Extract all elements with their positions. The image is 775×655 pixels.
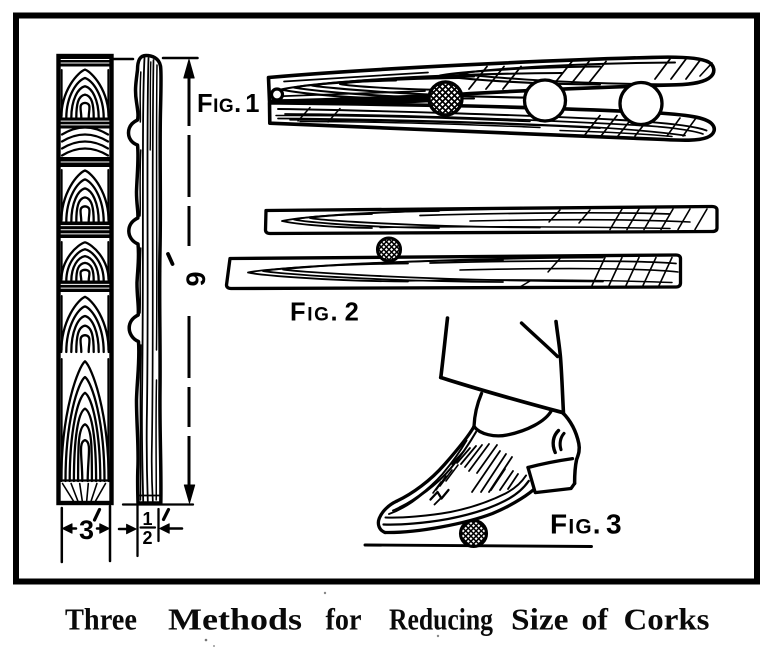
svg-text:for: for (326, 602, 362, 637)
svg-text:Three: Three (65, 602, 137, 637)
svg-text:3: 3 (79, 515, 94, 545)
svg-text:1: 1 (142, 509, 152, 529)
svg-text:Reducing: Reducing (389, 602, 493, 637)
svg-text:Corks: Corks (624, 602, 710, 637)
svg-text:of: of (582, 602, 609, 637)
svg-text:2: 2 (142, 528, 152, 548)
svg-text:Methods: Methods (168, 602, 302, 637)
svg-text:Size: Size (511, 602, 569, 637)
svg-text:6: 6 (181, 271, 211, 286)
